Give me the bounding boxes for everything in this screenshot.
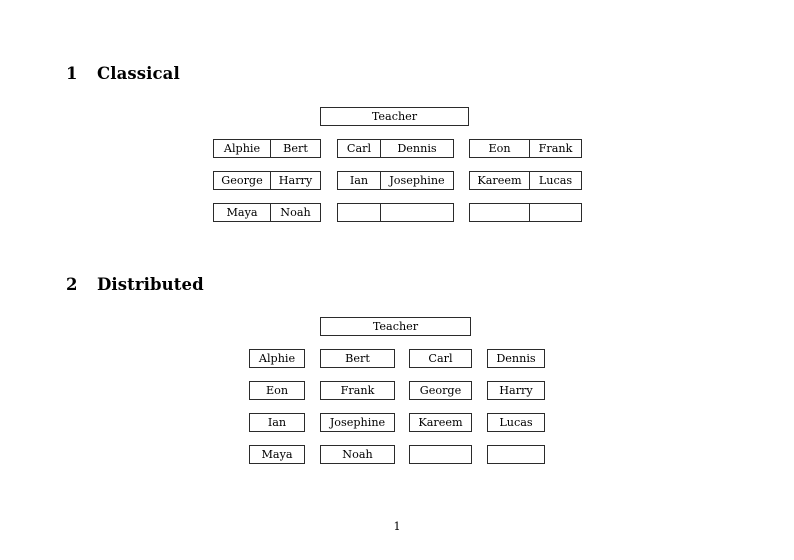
student-name xyxy=(410,446,471,463)
teacher-box-distributed[interactable]: Teacher xyxy=(320,317,471,336)
student-name: Lucas xyxy=(499,416,533,429)
student-box[interactable]: Lucas xyxy=(487,413,545,432)
student-box[interactable]: Kareem xyxy=(409,413,472,432)
table-row[interactable]: George Harry xyxy=(213,171,321,190)
table-cell: Kareem xyxy=(477,174,522,187)
table-cell: Harry xyxy=(270,172,320,189)
student-name: Ian xyxy=(267,416,287,429)
table-cell: Eon xyxy=(488,142,511,155)
student-name: Josephine xyxy=(329,416,386,429)
student-box[interactable]: Ian xyxy=(249,413,305,432)
student-box[interactable] xyxy=(487,445,545,464)
table-cell: Bert xyxy=(270,140,320,157)
student-box[interactable]: Josephine xyxy=(320,413,395,432)
student-box[interactable]: Carl xyxy=(409,349,472,368)
table-row[interactable]: Ian Josephine xyxy=(337,171,454,190)
table-row[interactable] xyxy=(337,203,454,222)
table-row[interactable] xyxy=(469,203,582,222)
student-box[interactable]: Bert xyxy=(320,349,395,368)
table-cell: Alphie xyxy=(223,142,261,155)
table-cell: Dennis xyxy=(380,140,453,157)
teacher-label: Teacher xyxy=(371,110,418,123)
table-row[interactable]: Kareem Lucas xyxy=(469,171,582,190)
student-box[interactable]: Frank xyxy=(320,381,395,400)
student-name: Carl xyxy=(428,352,453,365)
student-box[interactable]: Harry xyxy=(487,381,545,400)
table-cell: Ian xyxy=(349,174,369,187)
student-name: Frank xyxy=(340,384,375,397)
table-row[interactable]: Maya Noah xyxy=(213,203,321,222)
table-cell xyxy=(529,204,581,221)
table-row[interactable]: Carl Dennis xyxy=(337,139,454,158)
teacher-box-classical[interactable]: Teacher xyxy=(320,107,469,126)
table-cell: Maya xyxy=(226,206,258,219)
student-name: Bert xyxy=(345,352,370,365)
student-box[interactable] xyxy=(409,445,472,464)
section-heading-classical: 1 Classical xyxy=(66,64,180,83)
section-title: Distributed xyxy=(97,275,204,294)
student-name: Maya xyxy=(261,448,293,461)
student-name: Harry xyxy=(499,384,533,397)
table-cell: Noah xyxy=(270,204,320,221)
student-name: Dennis xyxy=(496,352,536,365)
student-box[interactable]: Maya xyxy=(249,445,305,464)
student-name: Noah xyxy=(342,448,373,461)
student-name: Alphie xyxy=(258,352,296,365)
section-heading-distributed: 2 Distributed xyxy=(66,275,204,294)
student-box[interactable]: Alphie xyxy=(249,349,305,368)
section-number: 2 xyxy=(66,275,78,294)
student-box[interactable]: Noah xyxy=(320,445,395,464)
table-row[interactable]: Eon Frank xyxy=(469,139,582,158)
table-row[interactable]: Alphie Bert xyxy=(213,139,321,158)
table-cell xyxy=(380,204,453,221)
table-cell: Carl xyxy=(346,142,372,155)
section-title: Classical xyxy=(97,64,180,83)
student-box[interactable]: Eon xyxy=(249,381,305,400)
table-cell xyxy=(470,204,529,221)
table-cell: Frank xyxy=(529,140,581,157)
student-name: George xyxy=(419,384,462,397)
student-box[interactable]: Dennis xyxy=(487,349,545,368)
section-number: 1 xyxy=(66,64,78,83)
table-cell: Josephine xyxy=(380,172,453,189)
table-cell xyxy=(338,204,380,221)
student-name: Kareem xyxy=(418,416,463,429)
table-cell: Lucas xyxy=(529,172,581,189)
table-cell: George xyxy=(221,174,263,187)
page-number: 1 xyxy=(393,520,401,533)
student-box[interactable]: George xyxy=(409,381,472,400)
teacher-label: Teacher xyxy=(372,320,419,333)
student-name: Eon xyxy=(265,384,289,397)
student-name xyxy=(488,446,544,463)
